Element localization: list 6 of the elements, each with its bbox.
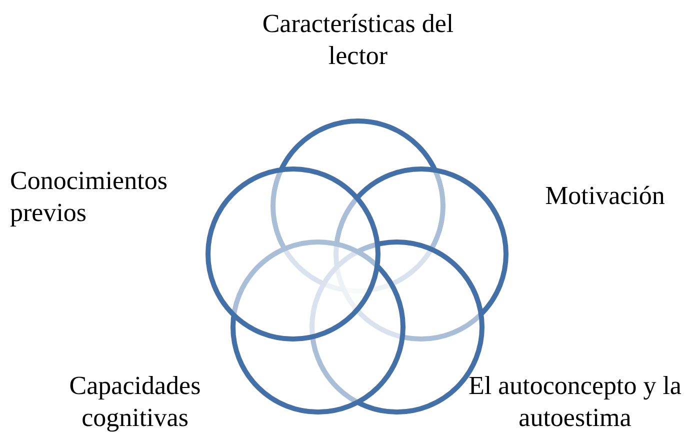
circle-label: El autoconcepto y la autoestima	[468, 370, 682, 434]
circle-label: Conocimientos previos	[10, 165, 168, 229]
circle-label: Capacidades cognitivas	[68, 370, 202, 434]
ring	[205, 166, 381, 342]
circle-label: Motivación	[544, 180, 666, 212]
circle-label: Características del lector	[261, 8, 455, 72]
